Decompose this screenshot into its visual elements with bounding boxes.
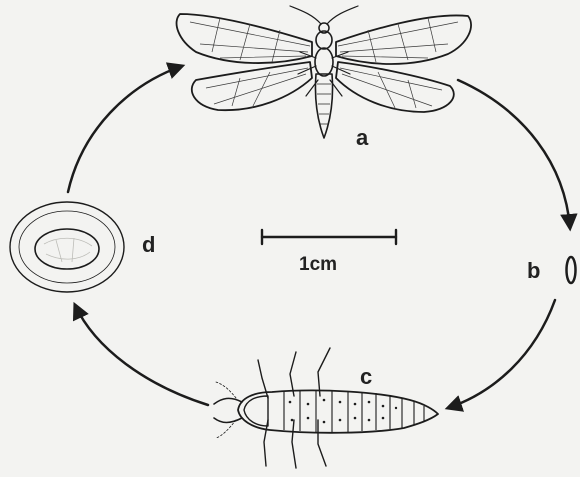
stage-label-b: b [527, 258, 540, 283]
scale-bar-label: 1cm [299, 254, 337, 275]
egg [567, 257, 576, 283]
scale-bar [262, 230, 396, 244]
larva [214, 348, 438, 468]
arrow-adult-to-egg [458, 80, 570, 228]
stage-label-d: d [142, 232, 155, 257]
stage-label-a: a [356, 125, 369, 150]
arrow-larva-to-cocoon [75, 305, 208, 405]
arrow-egg-to-larva [448, 300, 555, 408]
cocoon [10, 202, 124, 292]
arrow-cocoon-to-adult [68, 66, 182, 192]
adult-lacewing [177, 6, 472, 138]
stage-label-c: c [360, 364, 372, 389]
